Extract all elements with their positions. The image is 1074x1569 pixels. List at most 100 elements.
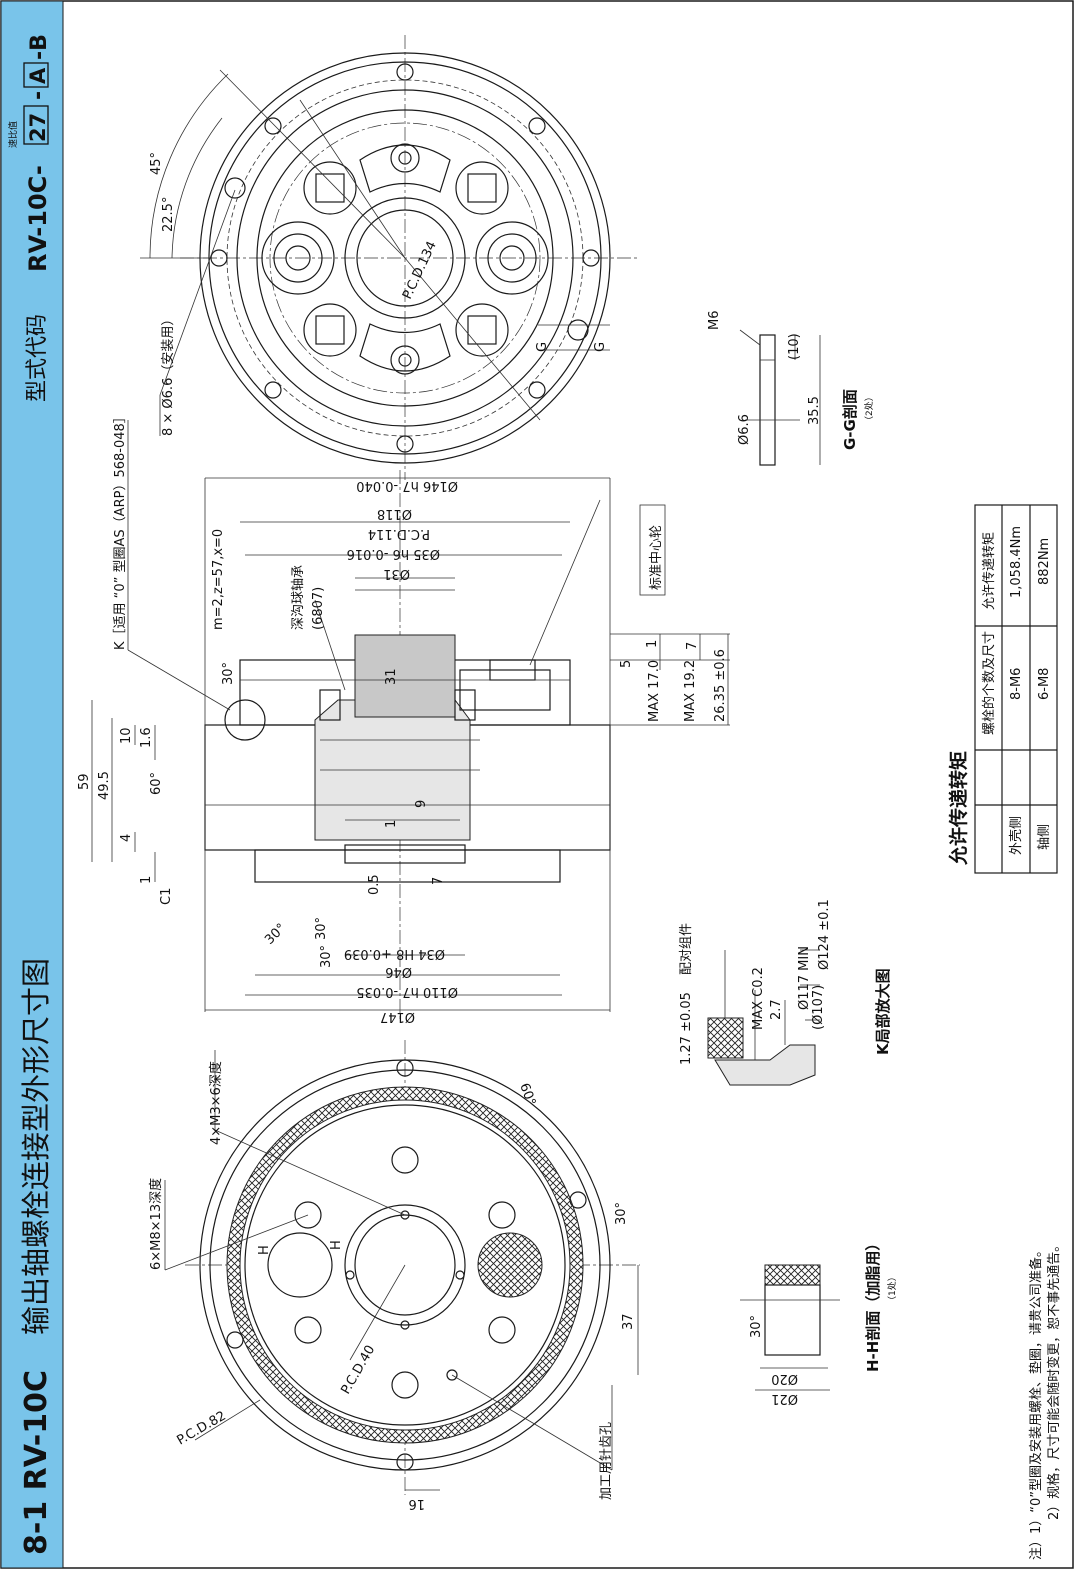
mounting-holes-label: 8 × Ø6.6（安装用） [161,313,176,436]
ratio-value: 27 [26,113,50,142]
angle-30-bottom: 30° [319,945,334,968]
hh-d20: Ø20 [771,1371,798,1386]
bottom-angle-30: 30° [614,1202,629,1225]
dim-d118: Ø118 [377,506,412,521]
angle-60: 60° [149,772,164,795]
angle-45: 45° [149,152,164,175]
drawing-title: 输出轴螺栓连接型外形尺寸图 [19,958,53,1335]
top-view: 45° 22.5° 8 × Ø6.6（安装用） P.C.D.134 G G [140,35,640,480]
dim-1-6: 1.6 [139,727,154,748]
k-mating-label: 配对组件 [679,923,694,975]
torque-table-title: 允许传递转矩 [947,751,970,866]
torque-row-1-bolts: 8-M6 [1009,668,1024,700]
bottom-angle-60: 60° [516,1081,538,1108]
dim-d31: Ø31 [383,566,410,581]
dim-pcd114: P.C.D.114 [368,526,430,541]
k-detail-title: K局部放大图 [874,968,892,1055]
dim-right-1: 1 [645,640,660,648]
angle-30-mid: 30° [314,917,329,940]
dim-right-7: 7 [685,642,700,650]
model-dash: - [26,91,51,100]
dim-d35: Ø35 h6 -0.016 [347,546,440,561]
m8-holes-label: 6×M8×13深度 [148,1178,164,1270]
torque-row-2-bolts: 6-M8 [1037,668,1052,700]
dim-d110: Ø110 h7 -0.035 [356,984,458,999]
gg-subtitle: （2处） [863,392,875,425]
dim-1-inner: 1 [384,820,399,828]
torque-table-header-count: 螺栓的个数及尺寸 [981,631,997,735]
dim-0-5: 0.5 [367,874,382,895]
dim-d146: Ø146 h7 -0.040 [356,478,458,493]
angle-30-k: 30° [221,662,236,685]
k-1-27: 1.27 ±0.05 [679,992,694,1065]
k-oring-note: K［适用 “0” 型圈AS（ARP）568-048］ [113,410,128,650]
variant-b: -B [27,34,52,60]
title-band-text: 8-1 RV-10C 输出轴螺栓连接型外形尺寸图 型式代码 RV-10C- 27… [7,34,54,1555]
k-c0-2: MAX C0.2 [751,967,766,1030]
hh-title: H-H剖面（加脂用） [864,1236,882,1372]
dim-37: 37 [621,1313,636,1330]
dim-26-35: 26.35 ±0.6 [713,649,728,722]
pcd-82: P.C.D.82 [175,1409,229,1449]
gg-m6: M6 [707,311,722,331]
section-number: 8-1 RV-10C [19,1370,54,1555]
angle-22-5: 22.5° [161,197,176,232]
dim-16: 16 [408,1496,425,1511]
dim-d147: Ø147 [380,1009,415,1024]
model-code-label: 型式代码 [25,314,50,402]
note-1: 注）1）“0”型圈及安装用螺栓、垫圈，请贵公司准备。 [1028,1244,1044,1560]
gg-35-5: 35.5 [807,396,822,425]
model-code-prefix: RV-10C- [24,165,52,272]
dim-1: 1 [139,876,154,884]
torque-row-1-torque: 1,058.4Nm [1009,526,1024,598]
section-h-mark-2: H [329,1240,344,1250]
m8-holes [226,1059,587,1471]
title-band [0,0,64,1569]
k-d107: (Ø107) [811,985,826,1030]
note-2: 2）规格，尺寸可能会随时变更，恕不事先通告。 [1046,1239,1062,1520]
m3-holes-label: 4×M3×6深度 [208,1061,224,1145]
side-section-view: Ø146 h7 -0.040 Ø118 P.C.D.114 Ø35 h6 -0.… [77,410,730,1024]
variant-a: A [26,67,50,84]
section-g-mark-2: G [593,342,608,352]
torque-row-2-label: 轴侧 [1037,824,1052,850]
dim-9: 9 [414,800,429,808]
bearing-label: 深沟球轴承 [291,565,306,630]
ratio-note: 速比值 [7,121,19,148]
dim-max-19-2: MAX 19.2 [683,660,698,722]
dim-49-5: 49.5 [97,771,112,800]
hh-d21: Ø21 [771,1391,798,1406]
section-h-mark-1: H [257,1245,272,1255]
dim-d34: Ø34 H8 +0.039 [344,946,445,961]
ratio-box [23,105,49,145]
k-d117: Ø117 MIN [797,946,812,1010]
dim-d46: Ø46 [385,964,412,979]
angle-30-left: 30° [262,921,289,948]
hh-angle-30: 30° [749,1315,764,1338]
k-d124: Ø124 ±0.1 [817,899,832,970]
dim-max-17: MAX 17.0 [647,660,662,722]
dim-7-inner: 7 [431,877,446,885]
gg-d6-6: Ø6.6 [737,414,752,445]
hh-subtitle: （1处） [886,1272,898,1305]
bearing-number: (6807) [311,587,326,630]
pin-hole-label: 加工用针齿孔 [599,1422,614,1500]
dim-right-5: 5 [619,660,634,668]
chamfer-c1: C1 [159,888,174,905]
k-2-7: 2.7 [769,999,784,1020]
hh-section: 30° Ø20 Ø21 H-H剖面（加脂用） （1处） [740,1236,898,1406]
torque-table-header-torque: 允许传递转矩 [981,532,997,610]
gg-section: M6 Ø6.6 (10) 35.5 G-G剖面 （2处） [707,311,875,466]
gg-10: (10) [787,333,802,360]
torque-row-1-label: 外壳侧 [1009,816,1024,855]
dim-31: 31 [384,668,399,685]
notes: 注）1）“0”型圈及安装用螺栓、垫圈，请贵公司准备。 2）规格，尺寸可能会随时变… [1028,1239,1062,1560]
torque-row-2-torque: 882Nm [1037,538,1052,585]
dim-59: 59 [77,773,92,790]
gear-spec: m=2,z=57,x=0 [211,529,226,630]
gg-title: G-G剖面 [841,389,859,450]
center-gear-label: 标准中心轮 [649,525,664,590]
bottom-view: 4×M3×6深度 6×M8×13深度 60° 30° P.C.D.40 P.C.… [148,1040,640,1511]
variant-box [23,62,49,88]
